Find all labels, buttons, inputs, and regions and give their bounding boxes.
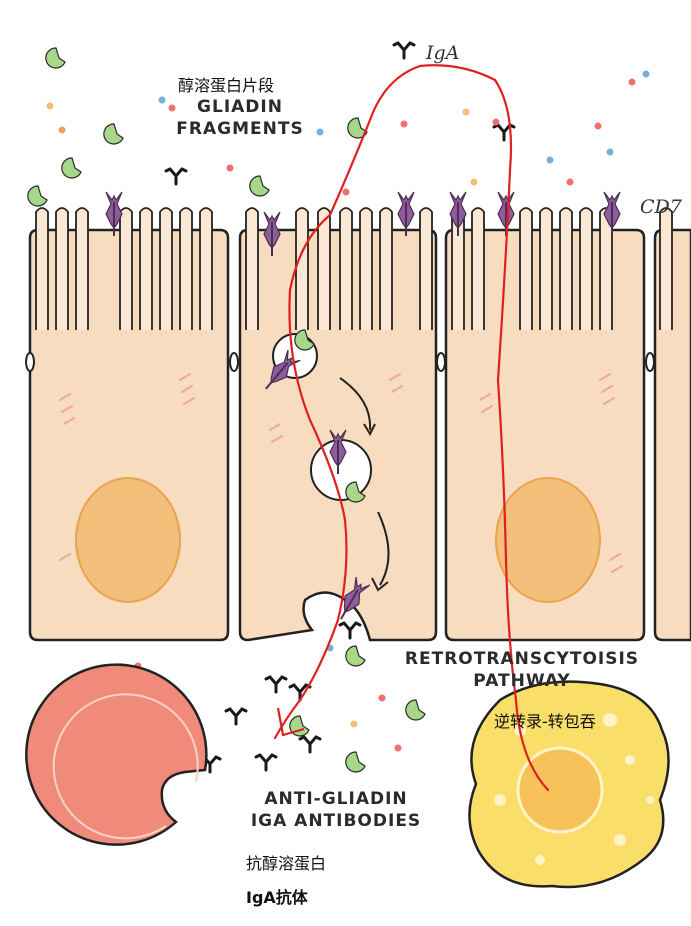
epithelial-layer bbox=[25, 207, 691, 642]
annotation-arrowhead bbox=[276, 707, 305, 737]
anti-gliadin-cn1: 抗醇溶蛋白 bbox=[246, 854, 327, 873]
anti-gliadin-line1: ANTI-GLIADIN bbox=[264, 789, 408, 809]
retro-label-line2: PATHWAY bbox=[473, 671, 571, 691]
plasma-cell bbox=[25, 663, 208, 846]
retro-label-cn: 逆转录-转包吞 bbox=[494, 712, 596, 731]
cd71-label: CD7 bbox=[640, 196, 682, 218]
gliadin-label: GLIADIN FRAGMENTS bbox=[160, 96, 320, 140]
iga-top-label: IgA bbox=[426, 42, 460, 64]
anti-gliadin-label: ANTI-GLIADIN IGA ANTIBODIES bbox=[236, 788, 436, 832]
retro-label: RETROTRANSCYTOISIS PATHWAY bbox=[372, 648, 672, 692]
macrophage bbox=[468, 680, 670, 889]
nucleus bbox=[75, 477, 181, 603]
anti-gliadin-line2: IGA ANTIBODIES bbox=[250, 811, 422, 831]
retro-label-line1: RETROTRANSCYTOISIS bbox=[404, 649, 640, 669]
nucleus bbox=[495, 477, 601, 603]
gliadin-label-line2: FRAGMENTS bbox=[176, 119, 304, 139]
anti-gliadin-cn2: IgA抗体 bbox=[246, 888, 308, 907]
annotation-stroke bbox=[273, 64, 550, 792]
gliadin-label-cn: 醇溶蛋白片段 bbox=[178, 76, 275, 95]
gliadin-label-line1: GLIADIN bbox=[197, 97, 283, 117]
transport-vesicles bbox=[258, 329, 390, 625]
lumen-particles bbox=[27, 41, 650, 207]
